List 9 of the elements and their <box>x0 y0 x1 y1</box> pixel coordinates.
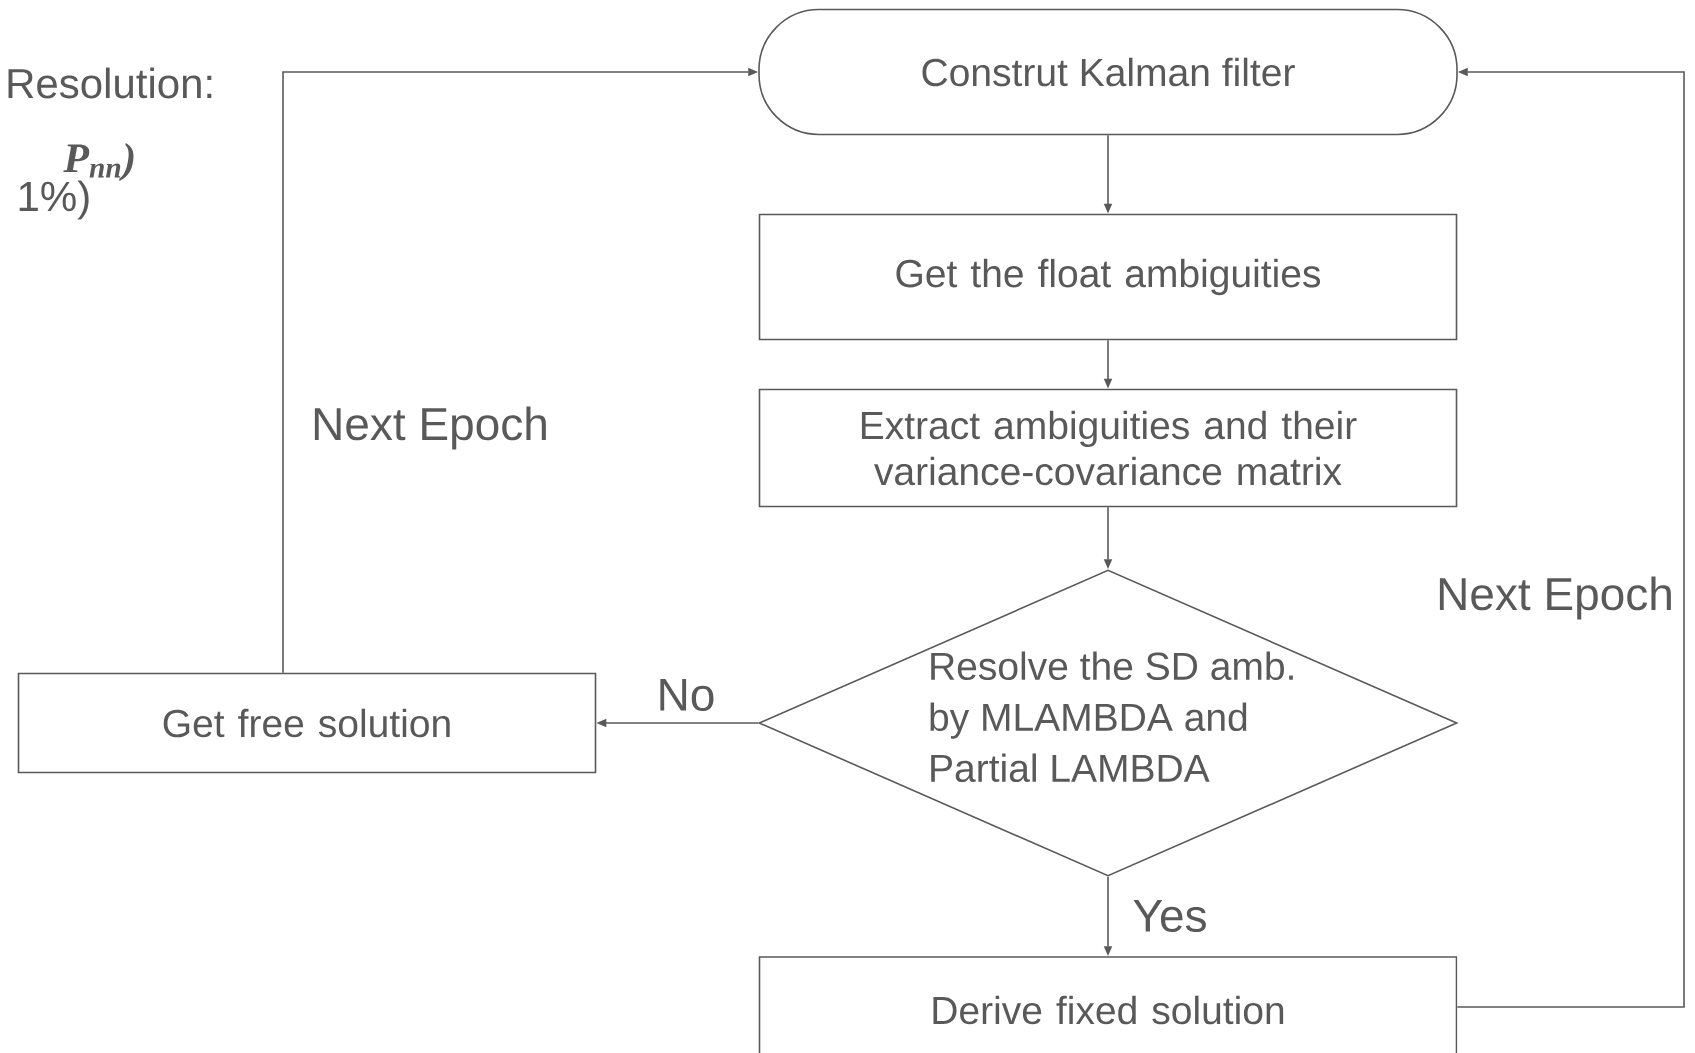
note-text: Resolution: <box>8 67 212 99</box>
process-box: Extract ambiguities and their variance-covariance matrix <box>758 388 1458 508</box>
process-box: Get the float ambiguities <box>758 213 1458 341</box>
edge-label: Next Epoch <box>309 404 551 452</box>
process-box: Derive fixed solution <box>758 956 1458 1053</box>
process-box: Get free solution <box>17 672 597 774</box>
edge-label: No <box>654 676 718 714</box>
edge-label: Yes <box>1130 897 1210 935</box>
note-text: 1%) <box>19 180 89 220</box>
